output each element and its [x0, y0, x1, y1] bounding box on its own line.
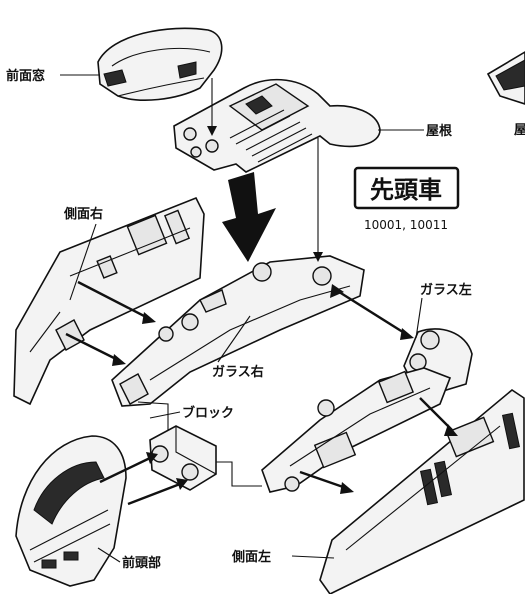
big-down-arrow: [222, 172, 276, 262]
label-front-window: 前面窓: [6, 68, 45, 84]
cropped-part-top-right: [486, 51, 525, 105]
front-window-part: [97, 27, 223, 101]
chassis-frame-upper: [111, 255, 365, 407]
label-block: ブロック: [182, 405, 234, 421]
block-part: [149, 425, 217, 491]
label-glass-left: ガラス左: [420, 282, 472, 298]
assembly-arrows: [65, 78, 458, 506]
side-left-panel: [319, 389, 525, 594]
label-cropped-partial: 屋: [514, 123, 525, 138]
car-title: 先頭車: [370, 176, 442, 204]
title-box: [353, 166, 460, 210]
car-numbers: 10001, 10011: [364, 218, 448, 232]
chassis-frame-lower: [261, 367, 452, 493]
label-roof: 屋根: [426, 123, 453, 139]
side-right-panel: [13, 196, 205, 406]
label-side-right: 側面右: [63, 206, 103, 222]
label-front-head: 前頭部: [122, 555, 161, 571]
front-head-part: [15, 435, 127, 587]
roof-part: [173, 78, 381, 173]
label-side-left: 側面左: [231, 549, 271, 565]
label-leaders: [60, 74, 424, 563]
label-glass-right: ガラス右: [212, 364, 264, 380]
